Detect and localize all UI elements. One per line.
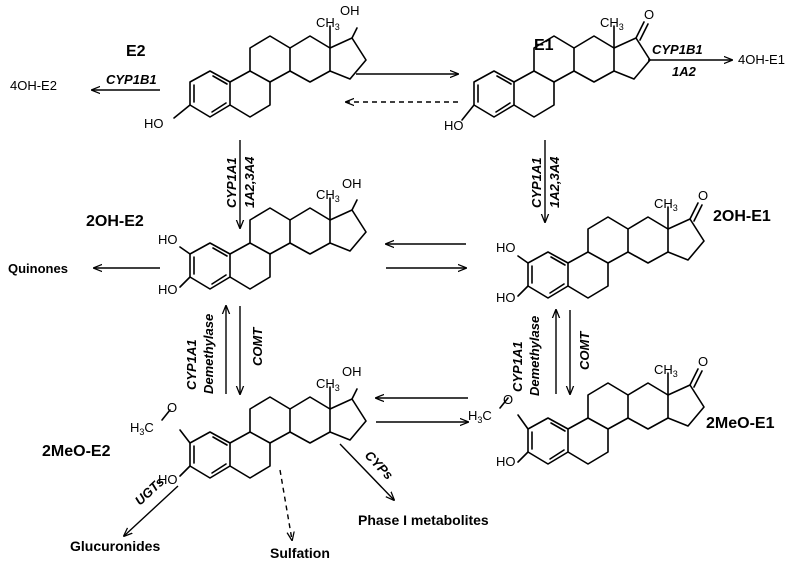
hydroxyl-label: HO xyxy=(496,290,516,305)
enzyme-comt: COMT xyxy=(577,331,592,370)
hydroxyl-label: HO xyxy=(496,240,516,255)
enzyme-demethylase: Demethylase xyxy=(527,316,542,396)
hydroxyl-label: HO xyxy=(158,232,178,247)
molecule-2oh-e1: HO HO CH3 O xyxy=(496,188,708,305)
methyl-label: CH3 xyxy=(654,362,678,379)
enzyme-demethylase: Demethylase xyxy=(201,314,216,394)
label-2oh-e2: 2OH-E2 xyxy=(86,213,144,230)
enzyme-1a2-3a4: 1A2,3A4 xyxy=(547,156,562,208)
arrow-to-glucuronides xyxy=(124,485,179,536)
methyl-label: CH3 xyxy=(316,187,340,204)
enzyme-cyp1b1: CYP1B1 xyxy=(652,42,703,57)
enzyme-cyp1a1: CYP1A1 xyxy=(510,341,525,392)
methoxy-oxygen: O xyxy=(503,392,513,407)
enzyme-cyp1a1: CYP1A1 xyxy=(529,157,544,208)
label-4oh-e1: 4OH-E1 xyxy=(738,52,785,67)
label-e1: E1 xyxy=(534,37,554,54)
methyl-label: CH3 xyxy=(316,15,340,32)
label-quinones: Quinones xyxy=(8,261,68,276)
enzyme-cyp1a1: CYP1A1 xyxy=(184,339,199,390)
hydroxyl-label: HO xyxy=(158,282,178,297)
keto-label: O xyxy=(644,7,654,22)
label-2meo-e2: 2MeO-E2 xyxy=(42,443,111,460)
enzyme-cyp1a1: CYP1A1 xyxy=(224,157,239,208)
molecule-2oh-e2: HO HO CH3 OH xyxy=(158,176,367,297)
methyl-label: CH3 xyxy=(600,15,624,32)
arrow-to-sulfation xyxy=(279,469,292,540)
keto-label: O xyxy=(698,354,708,369)
label-sulfation: Sulfation xyxy=(270,545,330,561)
hydroxyl-label: HO xyxy=(496,454,516,469)
hydroxyl-label: HO xyxy=(158,472,178,487)
label-phase1: Phase I metabolites xyxy=(358,512,489,528)
enzyme-comt: COMT xyxy=(250,327,265,366)
methoxy-methyl: H3C xyxy=(468,408,492,425)
molecule-e2: HO CH3 OH xyxy=(144,3,367,131)
molecule-e1: HO CH3 O xyxy=(444,7,654,133)
label-e2: E2 xyxy=(126,43,146,60)
hydroxyl-label: OH xyxy=(342,176,362,191)
methoxy-methyl: H3C xyxy=(130,420,154,437)
enzyme-cyps: CYPs xyxy=(362,448,396,483)
methyl-label: CH3 xyxy=(316,376,340,393)
enzyme-1a2-3a4: 1A2,3A4 xyxy=(242,156,257,208)
hydroxyl-label: OH xyxy=(342,364,362,379)
enzyme-1a2: 1A2 xyxy=(672,64,697,79)
label-4oh-e2: 4OH-E2 xyxy=(10,78,57,93)
hydroxyl-label: HO xyxy=(444,118,464,133)
methyl-label: CH3 xyxy=(654,196,678,213)
keto-label: O xyxy=(698,188,708,203)
label-2meo-e1: 2MeO-E1 xyxy=(706,415,775,432)
hydroxyl-label: HO xyxy=(144,116,164,131)
molecule-2meo-e1: O H3C HO CH3 O xyxy=(468,354,708,469)
hydroxyl-label: OH xyxy=(340,3,360,18)
enzyme-cyp1b1: CYP1B1 xyxy=(106,72,157,87)
label-2oh-e1: 2OH-E1 xyxy=(713,208,771,225)
arrow-to-phase1 xyxy=(339,443,394,500)
molecule-2meo-e2: O H3C HO CH3 OH xyxy=(130,364,367,487)
methoxy-oxygen: O xyxy=(167,400,177,415)
label-glucuronides: Glucuronides xyxy=(70,538,160,554)
